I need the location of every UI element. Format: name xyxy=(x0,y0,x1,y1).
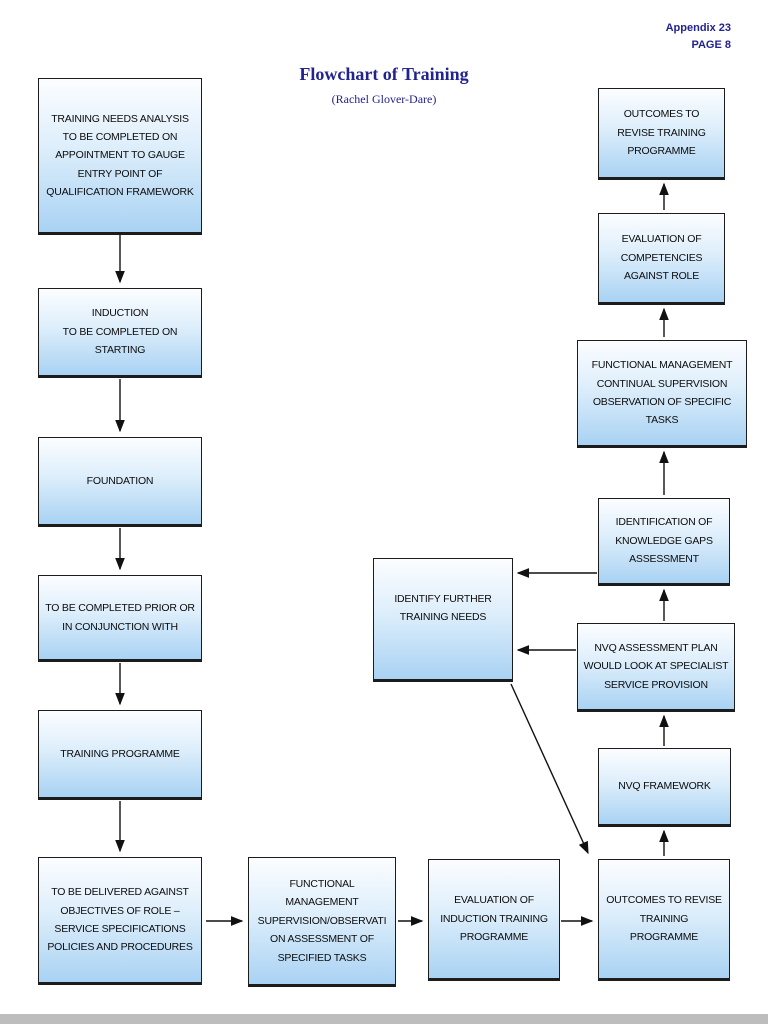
node-identify-further-training-needs: IDENTIFY FURTHER TRAINING NEEDS xyxy=(373,558,513,682)
node-identification-knowledge-gaps: IDENTIFICATION OF KNOWLEDGE GAPS ASSESSM… xyxy=(598,498,730,586)
node-training-needs-analysis: TRAINING NEEDS ANALYSIS TO BE COMPLETED … xyxy=(38,78,202,235)
page-number-label: PAGE 8 xyxy=(691,39,731,51)
page-title: Flowchart of Training xyxy=(299,64,469,84)
node-outcomes-revise-bottom: OUTCOMES TO REVISE TRAINING PROGRAMME xyxy=(598,859,730,981)
arrow-identify-to-outcomes-bottom xyxy=(510,683,589,855)
node-training-programme: TRAINING PROGRAMME xyxy=(38,710,202,800)
appendix-label: Appendix 23 xyxy=(665,22,731,34)
node-functional-management-continual: FUNCTIONAL MANAGEMENT CONTINUAL SUPERVIS… xyxy=(577,340,747,448)
node-completed-prior: TO BE COMPLETED PRIOR OR IN CONJUNCTION … xyxy=(38,575,202,662)
node-delivered-against-objectives: TO BE DELIVERED AGAINST OBJECTIVES OF RO… xyxy=(38,857,202,985)
node-induction: INDUCTION TO BE COMPLETED ON STARTING xyxy=(38,288,202,378)
node-foundation: FOUNDATION xyxy=(38,437,202,527)
page-corner-labels: Appendix 23 PAGE 8 xyxy=(666,20,731,54)
page-bottom-edge xyxy=(0,1014,768,1024)
page-subtitle: (Rachel Glover-Dare) xyxy=(331,92,437,106)
node-outcomes-revise-top: OUTCOMES TO REVISE TRAINING PROGRAMME xyxy=(598,88,725,180)
node-nvq-assessment-plan: NVQ ASSESSMENT PLAN WOULD LOOK AT SPECIA… xyxy=(577,623,735,712)
node-functional-management-supervision: FUNCTIONAL MANAGEMENT SUPERVISION/OBSERV… xyxy=(248,857,396,987)
node-nvq-framework: NVQ FRAMEWORK xyxy=(598,748,731,827)
node-evaluation-competencies: EVALUATION OF COMPETENCIES AGAINST ROLE xyxy=(598,213,725,305)
node-evaluation-induction-training: EVALUATION OF INDUCTION TRAINING PROGRAM… xyxy=(428,859,560,981)
